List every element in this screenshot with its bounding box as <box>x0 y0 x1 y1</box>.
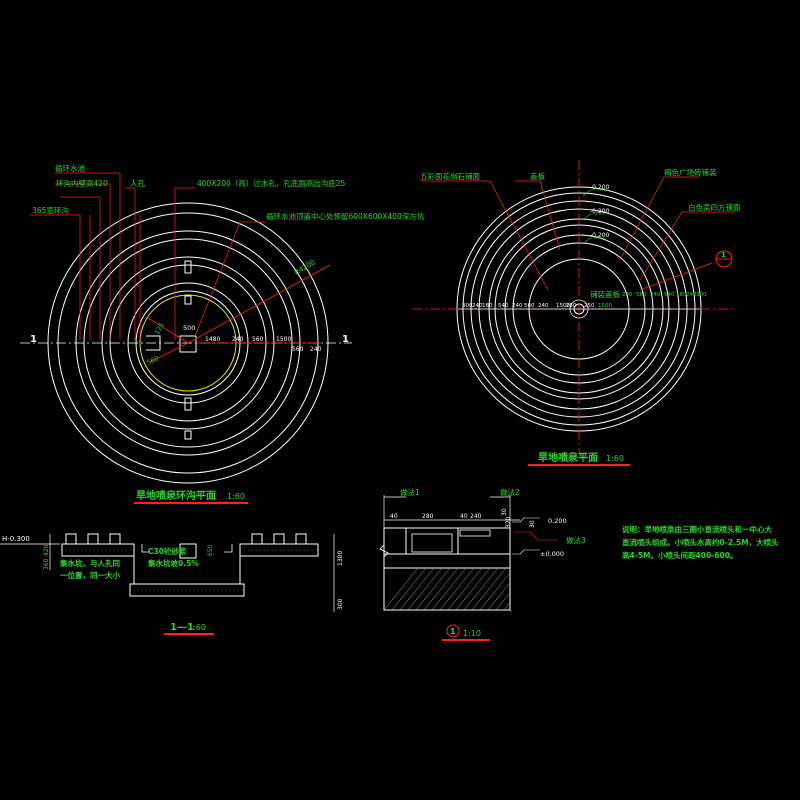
dim-h2: 240 <box>232 336 244 343</box>
callout-pump-pit: 循环水池顶盖中心处预留600X600X400深方坑 <box>266 211 425 221</box>
dim-h3: 560 <box>252 336 264 343</box>
diag-line-b <box>149 342 189 363</box>
level-2: -0.200 <box>590 208 610 215</box>
radius-line <box>187 264 331 344</box>
note-line-1: 说明：旱地喷泉由三圈小直流喷头和一中心大 <box>622 524 772 534</box>
diag-line-a <box>147 317 189 344</box>
callout-ring-channel: 365宽环沟 <box>32 205 69 215</box>
right-dim-left: 560 <box>524 303 535 309</box>
detail-hatch <box>383 567 513 613</box>
right-dim-center: 250 <box>584 303 595 309</box>
detail-label-3: 做法3 <box>566 535 586 545</box>
right-dim-right: 240 <box>686 292 697 298</box>
right-leaders <box>420 176 735 291</box>
left-plan-title: 旱地喷泉环沟平面 <box>136 489 216 502</box>
right-dim-right: 180 <box>676 292 687 298</box>
right-dim-left: 240 <box>538 303 549 309</box>
manhole <box>146 335 161 351</box>
callout-overflow: 400X200（高）过水孔，孔底面高出沟底25 <box>197 178 346 188</box>
left-plan: 1 1 循环水池 环沟内壁高420 人孔 <box>20 163 425 504</box>
detail-dim-4: 240 <box>470 513 482 520</box>
detail-dim-5: 320 <box>505 516 512 528</box>
design-note: 说明：旱地喷泉由三圈小直流喷头和一中心大 直流喷头组成。小喷头水高约0-2.5M… <box>622 524 779 560</box>
center-label: 铺装盖板 <box>590 289 620 299</box>
note-line-3: 高4-5M。小喷头间距400-600。 <box>622 550 737 560</box>
detail-level-2: ±0.000 <box>540 550 564 558</box>
section-dim-v2: 360 <box>43 558 50 570</box>
dim-h6: 240 <box>310 346 322 353</box>
section-dim-center: 650 <box>207 544 214 556</box>
dim-h4: 1500 <box>276 336 291 343</box>
note-line-2: 直流喷头组成。小喷头水高约0-2.5M，大喷头 <box>622 537 779 547</box>
right-plan: 五彩面花岗石铺面 盖板 褐色广场砖铺装 白色卖四方铺面 铺装盖板 -0.200 … <box>412 160 741 466</box>
right-plan-scale: 1:60 <box>606 454 624 463</box>
section-1-1: H-0.300 420 360 1300 300 650 C30砼砂浆 集水坑坡… <box>0 533 344 635</box>
detail-title: 1 <box>450 627 456 636</box>
section-dim-v4: 300 <box>337 598 344 610</box>
section-mark-left: 1 <box>30 334 37 345</box>
dim-h1: 1480 <box>205 336 220 343</box>
right-dim-left: 300 <box>462 303 473 309</box>
right-dim-left: 1500 <box>556 303 570 309</box>
detail-title-marker <box>446 624 460 638</box>
section-mark-right: 1 <box>342 334 349 345</box>
section-note-slope: 集水坑坡0.5% <box>147 558 199 568</box>
section-note-sump-a: 集水坑，与人孔同 <box>59 558 120 568</box>
right-dim-left: 180 <box>482 303 493 309</box>
detail-marker-num: 1 <box>721 251 726 259</box>
level-1: -0.200 <box>590 184 610 191</box>
callout-white-tile: 白色卖四方铺面 <box>688 202 741 212</box>
right-plan-title: 旱地喷泉平面 <box>538 451 598 464</box>
detail-label-2: 做法2 <box>500 487 520 497</box>
section-dim-v1: 420 <box>43 544 50 556</box>
right-dim-right: 560 <box>636 292 647 298</box>
right-dim-right: 240 <box>650 292 661 298</box>
right-dim-right: 240 <box>622 292 633 298</box>
dim-h5: 560 <box>292 346 304 353</box>
section-note-pit: C30砼砂浆 <box>148 546 187 556</box>
right-dim-left: 240 <box>472 303 483 309</box>
dim-pit: 500 <box>183 324 195 332</box>
right-dim-right: 1500 <box>598 303 612 309</box>
section-note-sump-b: 一位置，同一大小 <box>60 570 120 580</box>
dim-diag-a: 125 <box>153 321 166 336</box>
detail-dim-6: 30 <box>501 508 508 516</box>
right-dim-right: 300 <box>696 292 707 298</box>
detail-level-1: 0.200 <box>548 517 567 525</box>
left-leaders <box>30 172 265 340</box>
section-level: H-0.300 <box>2 535 30 543</box>
detail-1: 做法1 做法2 做法3 40 280 40 240 320 30 30 0.20… <box>379 487 586 641</box>
overflow-holes <box>184 260 192 440</box>
right-dim-left: 540 <box>498 303 509 309</box>
section-slabs <box>61 533 319 557</box>
right-dim-left: 240 <box>512 303 523 309</box>
detail-scale: 1:10 <box>463 629 481 638</box>
detail-label-1: 做法1 <box>400 487 420 497</box>
section-pit <box>179 543 197 559</box>
section-title: 1—1 <box>170 622 194 633</box>
detail-dim-1: 40 <box>390 513 398 520</box>
callout-manhole: 人孔 <box>130 179 145 188</box>
section-dim-v3: 1300 <box>337 551 344 566</box>
callout-wall-height: 环沟内壁高420 <box>56 178 108 188</box>
detail-dim-3: 40 <box>460 513 468 520</box>
callout-blue-tile: 褐色广场砖铺装 <box>664 167 717 177</box>
callout-grate: 盖板 <box>530 171 545 181</box>
section-scale: 1:60 <box>188 623 206 632</box>
dim-diag-b: 560 <box>145 354 160 367</box>
right-dim-right: 540 <box>664 292 675 298</box>
callout-granite: 五彩面花岗石铺面 <box>420 171 480 181</box>
detail-base <box>383 567 511 611</box>
callout-drain-channel: 循环水池 <box>55 163 85 173</box>
level-3: -0.200 <box>590 232 610 239</box>
left-center-pit <box>179 335 197 353</box>
level-marks <box>582 189 605 245</box>
right-dim-center: 250 <box>566 303 577 309</box>
detail-dim-7: 30 <box>529 520 536 528</box>
left-plan-scale: 1:60 <box>227 492 245 501</box>
detail-dim-2: 280 <box>422 513 434 520</box>
